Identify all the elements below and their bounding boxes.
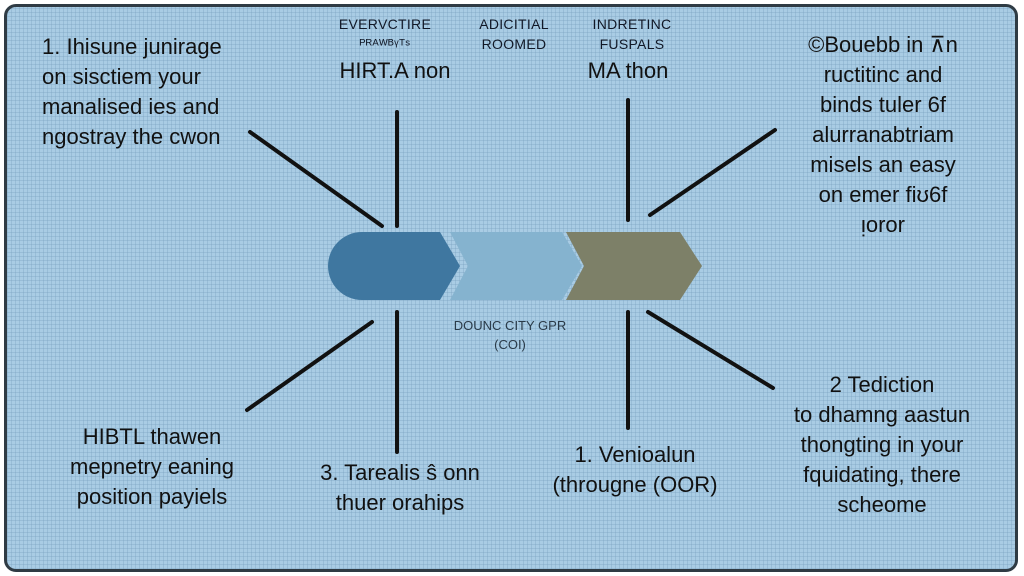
connector-top-right <box>648 128 777 217</box>
text-line: to dhamng aastun <box>793 402 971 427</box>
chevron-stage-1-line1: EVERVCTIRE <box>338 16 432 32</box>
text-line: binds tuler 6f <box>820 92 946 117</box>
text-line: thuer orahips <box>335 490 465 515</box>
chevron-stage-3-label: INDRETINC FUSPALS <box>580 0 684 68</box>
text-line: ructitinc and <box>823 62 943 87</box>
text-block-top-center-left: HIRT.A non <box>320 56 470 86</box>
text-line: on sisctiem your <box>42 64 201 89</box>
text-line: (througne (OOR) <box>552 472 718 497</box>
text-line: MA thon <box>587 58 669 83</box>
text-block-bottom-right: 2 Tediction to dhamng aastun thongting i… <box>772 370 992 520</box>
text-line: on emer fiʊ6f <box>818 182 948 207</box>
center-caption: DOUNC CITY GPR (COI) <box>420 316 600 354</box>
text-line: ngostray the cwon <box>42 124 221 149</box>
text-block-bottom-center-right: 1. Venioalun (througne (OOR) <box>530 440 740 500</box>
text-block-top-left: 1. Ihisune junirage on sisctiem your man… <box>42 32 222 152</box>
connector-top-left <box>248 130 384 228</box>
chevron-stage-3-line1: INDRETINC <box>592 16 672 32</box>
chevron-stage-3-line2: FUSPALS <box>599 36 665 52</box>
chevron-stage-2-line1: ADICITIAL <box>479 16 549 32</box>
chevron-stage-3 <box>566 232 702 300</box>
text-block-bottom-center-left: 3. Tarealis ŝ onn thuer orahips <box>300 458 500 518</box>
text-block-top-center-right: MA thon <box>568 56 688 86</box>
chevron-stage-3-shape <box>566 232 702 300</box>
text-block-top-right: ©Bouebb in ⊼n ructitinc and binds tuler … <box>778 30 988 240</box>
text-line: scheome <box>837 492 927 517</box>
text-line: alurranabtriam <box>812 122 954 147</box>
text-line: fquidating, there <box>803 462 961 487</box>
center-caption-line1: DOUNC CITY GPR <box>453 318 567 333</box>
center-caption-line2: (COI) <box>494 337 526 352</box>
connector-bottom-left <box>245 320 374 412</box>
text-line: 2 Tediction <box>829 372 935 397</box>
text-line: ©Bouebb in ⊼n <box>808 32 958 57</box>
text-line: HIRT.A non <box>339 58 451 83</box>
text-line: HIBTL thawen <box>82 424 222 449</box>
text-line: position payiels <box>76 484 228 509</box>
text-line: misels an easy <box>810 152 956 177</box>
text-line: manalised ies and <box>42 94 220 119</box>
chevron-stage-1-label: EVERVCTIRE ᴾᴿᴬᵂᴮᵞᵀˢ <box>330 0 440 68</box>
chevron-stage-2-label: ADICITIAL ROOMED <box>462 0 566 68</box>
text-line: 3. Tarealis ŝ onn <box>320 460 480 485</box>
text-line: mepnetry eaning <box>70 454 234 479</box>
chevron-stage-1-line2: ᴾᴿᴬᵂᴮᵞᵀˢ <box>359 36 411 52</box>
chevron-stage-2 <box>450 232 582 300</box>
text-block-bottom-left: HIBTL thawen mepnetry eaning position pa… <box>42 422 262 512</box>
connector-bottom-right <box>646 310 775 390</box>
chevron-stage-1 <box>328 232 460 300</box>
chevron-stage-2-shape <box>450 232 582 300</box>
text-line: ᴉoror <box>860 212 905 237</box>
chevron-stage-1-shape <box>328 232 460 300</box>
text-line: 1. Venioalun <box>574 442 696 467</box>
chevron-stage-2-line2: ROOMED <box>481 36 547 52</box>
text-line: thongting in your <box>800 432 964 457</box>
text-line: 1. Ihisune junirage <box>42 34 222 59</box>
